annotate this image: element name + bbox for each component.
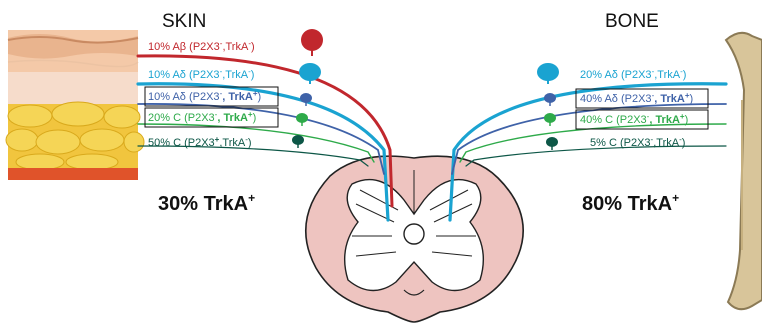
bone-label-c2-end: ) bbox=[682, 137, 686, 149]
bone-label-adelta1: 20% Aδ (P2X3-,TrkA-) bbox=[580, 67, 686, 81]
skin-label-adelta2: 10% Aδ (P2X3-, TrkA+) bbox=[148, 89, 261, 103]
skin-label-abeta-pct: 10% Aβ (P2X3 bbox=[148, 41, 220, 53]
bone-label-adelta1-trka: ,TrkA bbox=[654, 69, 681, 81]
bone-total-sign: + bbox=[672, 191, 679, 205]
skin-label-c2-end: ) bbox=[248, 137, 252, 149]
skin-label-c2-pct: 50% C (P2X3 bbox=[148, 137, 215, 149]
bone-label-c1-pct: 40% C (P2X3 bbox=[580, 114, 647, 126]
skin-label-abeta: 10% Aβ (P2X3-,TrkA-) bbox=[148, 39, 255, 53]
bone-fiber-somata bbox=[537, 63, 559, 150]
skin-fiber-somata bbox=[292, 29, 323, 148]
skin-label-c1-end: ) bbox=[253, 112, 257, 124]
bone-label-c2-trka: ,TrkA bbox=[653, 137, 680, 149]
bone-label-adelta1-pct: 20% Aδ (P2X3 bbox=[580, 69, 652, 81]
skin-total-value: 30% TrkA bbox=[158, 193, 248, 215]
bone-label-c1-trka: , TrkA bbox=[649, 114, 680, 126]
skin-label-c2-trka: ,TrkA bbox=[219, 137, 246, 149]
skin-abeta-soma bbox=[301, 29, 323, 51]
bone-label-adelta2-trka: , TrkA bbox=[654, 93, 685, 105]
bone-adelta1-soma bbox=[537, 63, 559, 81]
bone-c1-soma bbox=[544, 113, 556, 123]
skin-c1-soma bbox=[296, 113, 308, 123]
skin-label-adelta1-end: ) bbox=[251, 69, 255, 81]
bone-label-adelta2-end: ) bbox=[689, 93, 693, 105]
bone-fiber-c2-line bbox=[466, 146, 726, 166]
skin-total-sign: + bbox=[248, 191, 255, 205]
bone-fiber-labels: 20% Aδ (P2X3-,TrkA-) 40% Aδ (P2X3-, TrkA… bbox=[576, 67, 708, 149]
bone-label-adelta1-end: ) bbox=[683, 69, 687, 81]
skin-label-c1-trka: , TrkA bbox=[217, 112, 248, 124]
skin-label-adelta2-end: ) bbox=[257, 91, 261, 103]
skin-label-adelta1: 10% Aδ (P2X3-,TrkA-) bbox=[148, 67, 254, 81]
skin-adelta1-soma bbox=[299, 63, 321, 81]
skin-label-adelta2-pct: 10% Aδ (P2X3 bbox=[148, 91, 220, 103]
bone-label-c2: 5% C (P2X3-,TrkA-) bbox=[590, 135, 685, 149]
skin-total: 30% TrkA+ bbox=[158, 191, 255, 215]
bone-header: BONE bbox=[605, 11, 659, 32]
bone-total-value: 80% TrkA bbox=[582, 193, 672, 215]
bone-label-adelta2-pct: 40% Aδ (P2X3 bbox=[580, 93, 652, 105]
skin-label-c2: 50% C (P2X3+,TrkA-) bbox=[148, 135, 252, 149]
skin-label-c1-pct: 20% C (P2X3 bbox=[148, 112, 215, 124]
skin-adelta2-soma bbox=[300, 93, 312, 103]
bone-label-adelta2: 40% Aδ (P2X3-, TrkA+) bbox=[580, 91, 693, 105]
skin-label-c1: 20% C (P2X3-, TrkA+) bbox=[148, 110, 256, 124]
skin-header: SKIN bbox=[162, 11, 206, 32]
bone-c2-soma bbox=[546, 137, 558, 147]
bone-label-c2-pct: 5% C (P2X3 bbox=[590, 137, 651, 149]
skin-c2-soma bbox=[292, 135, 304, 145]
bone-total: 80% TrkA+ bbox=[582, 191, 679, 215]
bone-label-c1-end: ) bbox=[685, 114, 689, 126]
spinal-cord-cross-section bbox=[306, 156, 523, 322]
skin-illustration bbox=[6, 30, 144, 180]
bone-label-c1: 40% C (P2X3-, TrkA+) bbox=[580, 112, 688, 126]
bone-illustration bbox=[726, 33, 762, 309]
skin-label-adelta2-trka: , TrkA bbox=[222, 91, 253, 103]
skin-label-adelta1-pct: 10% Aδ (P2X3 bbox=[148, 69, 220, 81]
skin-label-adelta1-trka: ,TrkA bbox=[222, 69, 249, 81]
skin-label-abeta-trka: ,TrkA bbox=[222, 41, 249, 53]
skin-fiber-c2-line bbox=[138, 146, 368, 166]
skin-label-abeta-end: ) bbox=[251, 41, 255, 53]
bone-adelta2-soma bbox=[544, 93, 556, 103]
